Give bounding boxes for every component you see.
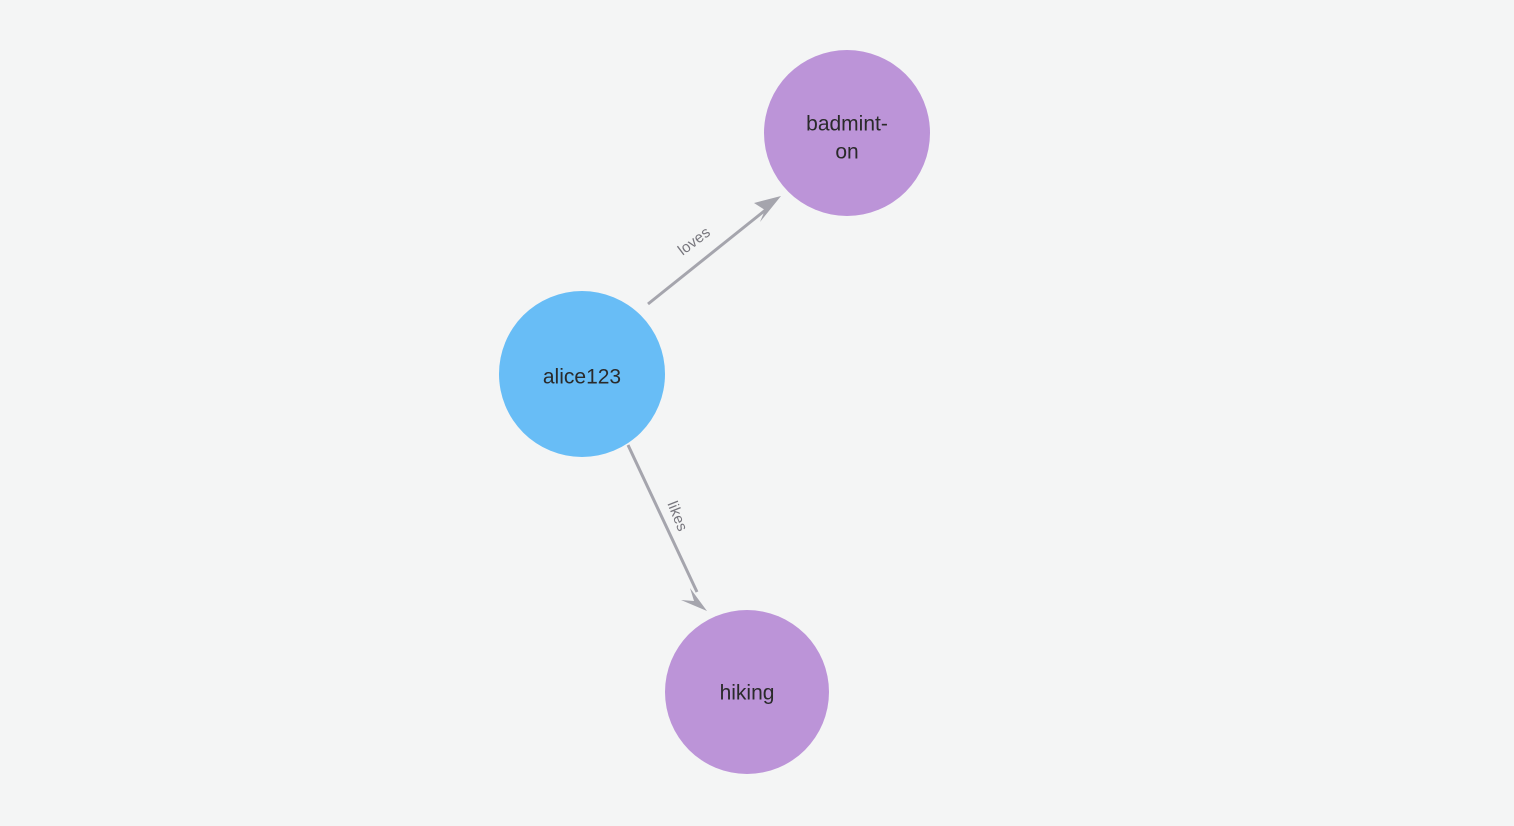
node-alice123[interactable]: alice123 (499, 291, 665, 457)
node-circle-alice123[interactable] (499, 291, 665, 457)
edge-alice123-likes-hiking[interactable]: likes (626, 444, 707, 611)
edge-line-loves (647, 206, 769, 306)
edge-alice123-loves-badminton[interactable]: loves (647, 196, 781, 306)
node-circle-hiking[interactable] (665, 610, 829, 774)
node-circle-badminton[interactable] (764, 50, 930, 216)
edge-arrowhead-loves (754, 196, 781, 222)
node-badminton[interactable]: badmint- on (764, 50, 930, 216)
edge-line-likes (626, 444, 699, 593)
node-hiking[interactable]: hiking (665, 610, 829, 774)
edge-arrowhead-likes (681, 588, 707, 611)
edge-label-loves: loves (675, 224, 714, 259)
